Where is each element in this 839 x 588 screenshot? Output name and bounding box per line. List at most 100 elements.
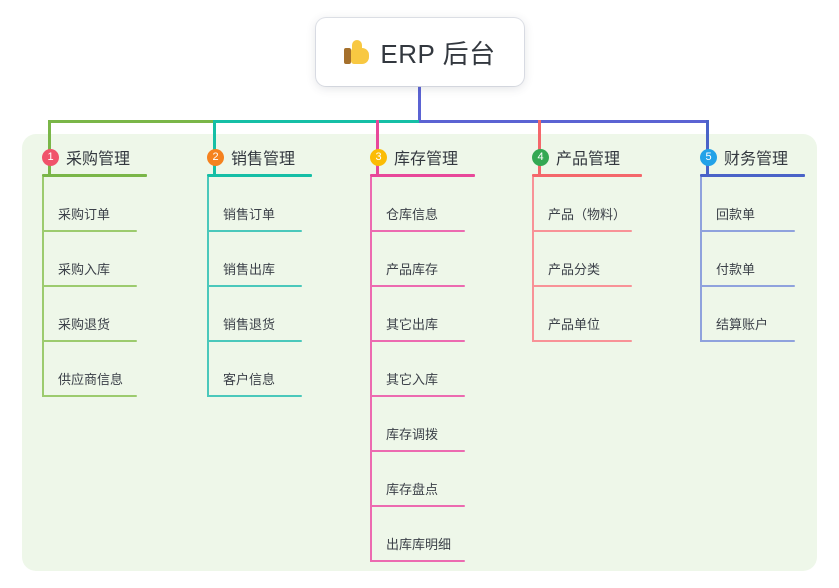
leaf-item-label: 回款单 bbox=[716, 207, 756, 222]
column-items-sales: 销售订单销售出库销售退货客户信息 bbox=[207, 177, 312, 397]
column-rail-inventory bbox=[370, 177, 372, 562]
column-badge-finance: 5 bbox=[700, 148, 717, 166]
leaf-item-underline bbox=[700, 285, 795, 287]
column-items-purchase: 采购订单采购入库采购退货供应商信息 bbox=[42, 177, 147, 397]
leaf-item[interactable]: 库存调拨 bbox=[370, 397, 475, 452]
leaf-item[interactable]: 付款单 bbox=[700, 232, 805, 287]
leaf-item-underline bbox=[42, 285, 137, 287]
leaf-item-label: 其它出库 bbox=[386, 317, 439, 332]
column-rail-purchase bbox=[42, 177, 44, 397]
column-badge-product: 4 bbox=[532, 148, 549, 166]
leaf-item-label: 采购退货 bbox=[58, 317, 111, 332]
leaf-item-label: 销售出库 bbox=[223, 262, 276, 277]
leaf-item-label: 采购入库 bbox=[58, 262, 111, 277]
connector-drop-finance bbox=[706, 120, 709, 174]
column-title-inventory: 库存管理 bbox=[394, 151, 459, 168]
leaf-item-underline bbox=[370, 285, 465, 287]
leaf-item[interactable]: 其它出库 bbox=[370, 287, 475, 342]
leaf-item[interactable]: 销售退货 bbox=[207, 287, 312, 342]
connector-drop-inventory bbox=[376, 120, 379, 174]
leaf-item[interactable]: 销售订单 bbox=[207, 177, 312, 232]
leaf-item[interactable]: 出库库明细 bbox=[370, 507, 475, 562]
connector-bus-sales bbox=[213, 120, 421, 123]
leaf-item-underline bbox=[42, 230, 137, 232]
leaf-item[interactable]: 回款单 bbox=[700, 177, 805, 232]
leaf-item-underline bbox=[700, 230, 795, 232]
leaf-item-label: 产品单位 bbox=[548, 317, 601, 332]
column-rail-finance bbox=[700, 177, 702, 342]
leaf-item[interactable]: 产品分类 bbox=[532, 232, 642, 287]
column-inventory: 3 库存管理仓库信息产品库存其它出库其它入库库存调拨库存盘点出库库明细 bbox=[370, 146, 475, 562]
column-title-product: 产品管理 bbox=[556, 151, 621, 168]
column-finance: 5 财务管理回款单付款单结算账户 bbox=[700, 146, 805, 342]
leaf-item[interactable]: 产品单位 bbox=[532, 287, 642, 342]
column-underline-inventory bbox=[370, 174, 475, 177]
column-underline-product bbox=[532, 174, 642, 177]
leaf-item-underline bbox=[532, 340, 632, 342]
leaf-item-underline bbox=[207, 230, 302, 232]
leaf-item[interactable]: 采购入库 bbox=[42, 232, 147, 287]
root-node-title: ERP 后台 bbox=[380, 38, 496, 69]
column-underline-finance bbox=[700, 174, 805, 177]
leaf-item-label: 库存调拨 bbox=[386, 427, 439, 442]
leaf-item[interactable]: 采购退货 bbox=[42, 287, 147, 342]
leaf-item-underline bbox=[207, 340, 302, 342]
leaf-item-underline bbox=[532, 230, 632, 232]
column-items-finance: 回款单付款单结算账户 bbox=[700, 177, 805, 342]
leaf-item[interactable]: 仓库信息 bbox=[370, 177, 475, 232]
diagram-background-panel bbox=[22, 134, 817, 571]
leaf-item-label: 采购订单 bbox=[58, 207, 111, 222]
leaf-item-underline bbox=[370, 560, 465, 562]
connector-drop-purchase bbox=[48, 120, 51, 174]
leaf-item[interactable]: 其它入库 bbox=[370, 342, 475, 397]
column-badge-sales: 2 bbox=[207, 148, 224, 166]
leaf-item[interactable]: 采购订单 bbox=[42, 177, 147, 232]
column-title-purchase: 采购管理 bbox=[66, 151, 131, 168]
leaf-item-underline bbox=[532, 285, 632, 287]
leaf-item-underline bbox=[700, 340, 795, 342]
leaf-item[interactable]: 供应商信息 bbox=[42, 342, 147, 397]
column-rail-sales bbox=[207, 177, 209, 397]
connector-trunk bbox=[418, 86, 421, 123]
column-purchase: 1 采购管理采购订单采购入库采购退货供应商信息 bbox=[42, 146, 147, 397]
leaf-item[interactable]: 客户信息 bbox=[207, 342, 312, 397]
leaf-item-label: 出库库明细 bbox=[386, 537, 452, 552]
column-header-finance[interactable]: 5 财务管理 bbox=[700, 146, 805, 168]
column-items-product: 产品（物料） 产品分类产品单位 bbox=[532, 177, 642, 342]
root-node-card[interactable]: ERP 后台 bbox=[316, 18, 524, 86]
connector-bus-purchase bbox=[48, 120, 216, 123]
leaf-item-underline bbox=[370, 505, 465, 507]
leaf-item[interactable]: 销售出库 bbox=[207, 232, 312, 287]
leaf-item-underline bbox=[207, 395, 302, 397]
leaf-item-label: 产品库存 bbox=[386, 262, 439, 277]
leaf-item-label: 产品分类 bbox=[548, 262, 601, 277]
column-header-inventory[interactable]: 3 库存管理 bbox=[370, 146, 475, 168]
leaf-item-label: 付款单 bbox=[716, 262, 756, 277]
leaf-item-label: 结算账户 bbox=[716, 317, 769, 332]
leaf-item-underline bbox=[370, 395, 465, 397]
leaf-item-underline bbox=[370, 450, 465, 452]
leaf-item-label: 库存盘点 bbox=[386, 482, 439, 497]
leaf-item-underline bbox=[42, 395, 137, 397]
connector-bus-right bbox=[419, 120, 709, 123]
connector-drop-sales bbox=[213, 120, 216, 174]
column-underline-sales bbox=[207, 174, 312, 177]
column-items-inventory: 仓库信息产品库存其它出库其它入库库存调拨库存盘点出库库明细 bbox=[370, 177, 475, 562]
leaf-item-underline bbox=[370, 340, 465, 342]
column-header-product[interactable]: 4 产品管理 bbox=[532, 146, 642, 168]
leaf-item[interactable]: 库存盘点 bbox=[370, 452, 475, 507]
column-badge-inventory: 3 bbox=[370, 148, 387, 166]
leaf-item-label: 销售退货 bbox=[223, 317, 276, 332]
leaf-item[interactable]: 结算账户 bbox=[700, 287, 805, 342]
leaf-item-label: 仓库信息 bbox=[386, 207, 439, 222]
leaf-item-label: 销售订单 bbox=[223, 207, 276, 222]
leaf-item-label: 客户信息 bbox=[223, 372, 276, 387]
column-header-purchase[interactable]: 1 采购管理 bbox=[42, 146, 147, 168]
leaf-item[interactable]: 产品（物料） bbox=[532, 177, 642, 232]
column-badge-purchase: 1 bbox=[42, 148, 59, 166]
leaf-item[interactable]: 产品库存 bbox=[370, 232, 475, 287]
column-title-finance: 财务管理 bbox=[724, 151, 789, 168]
